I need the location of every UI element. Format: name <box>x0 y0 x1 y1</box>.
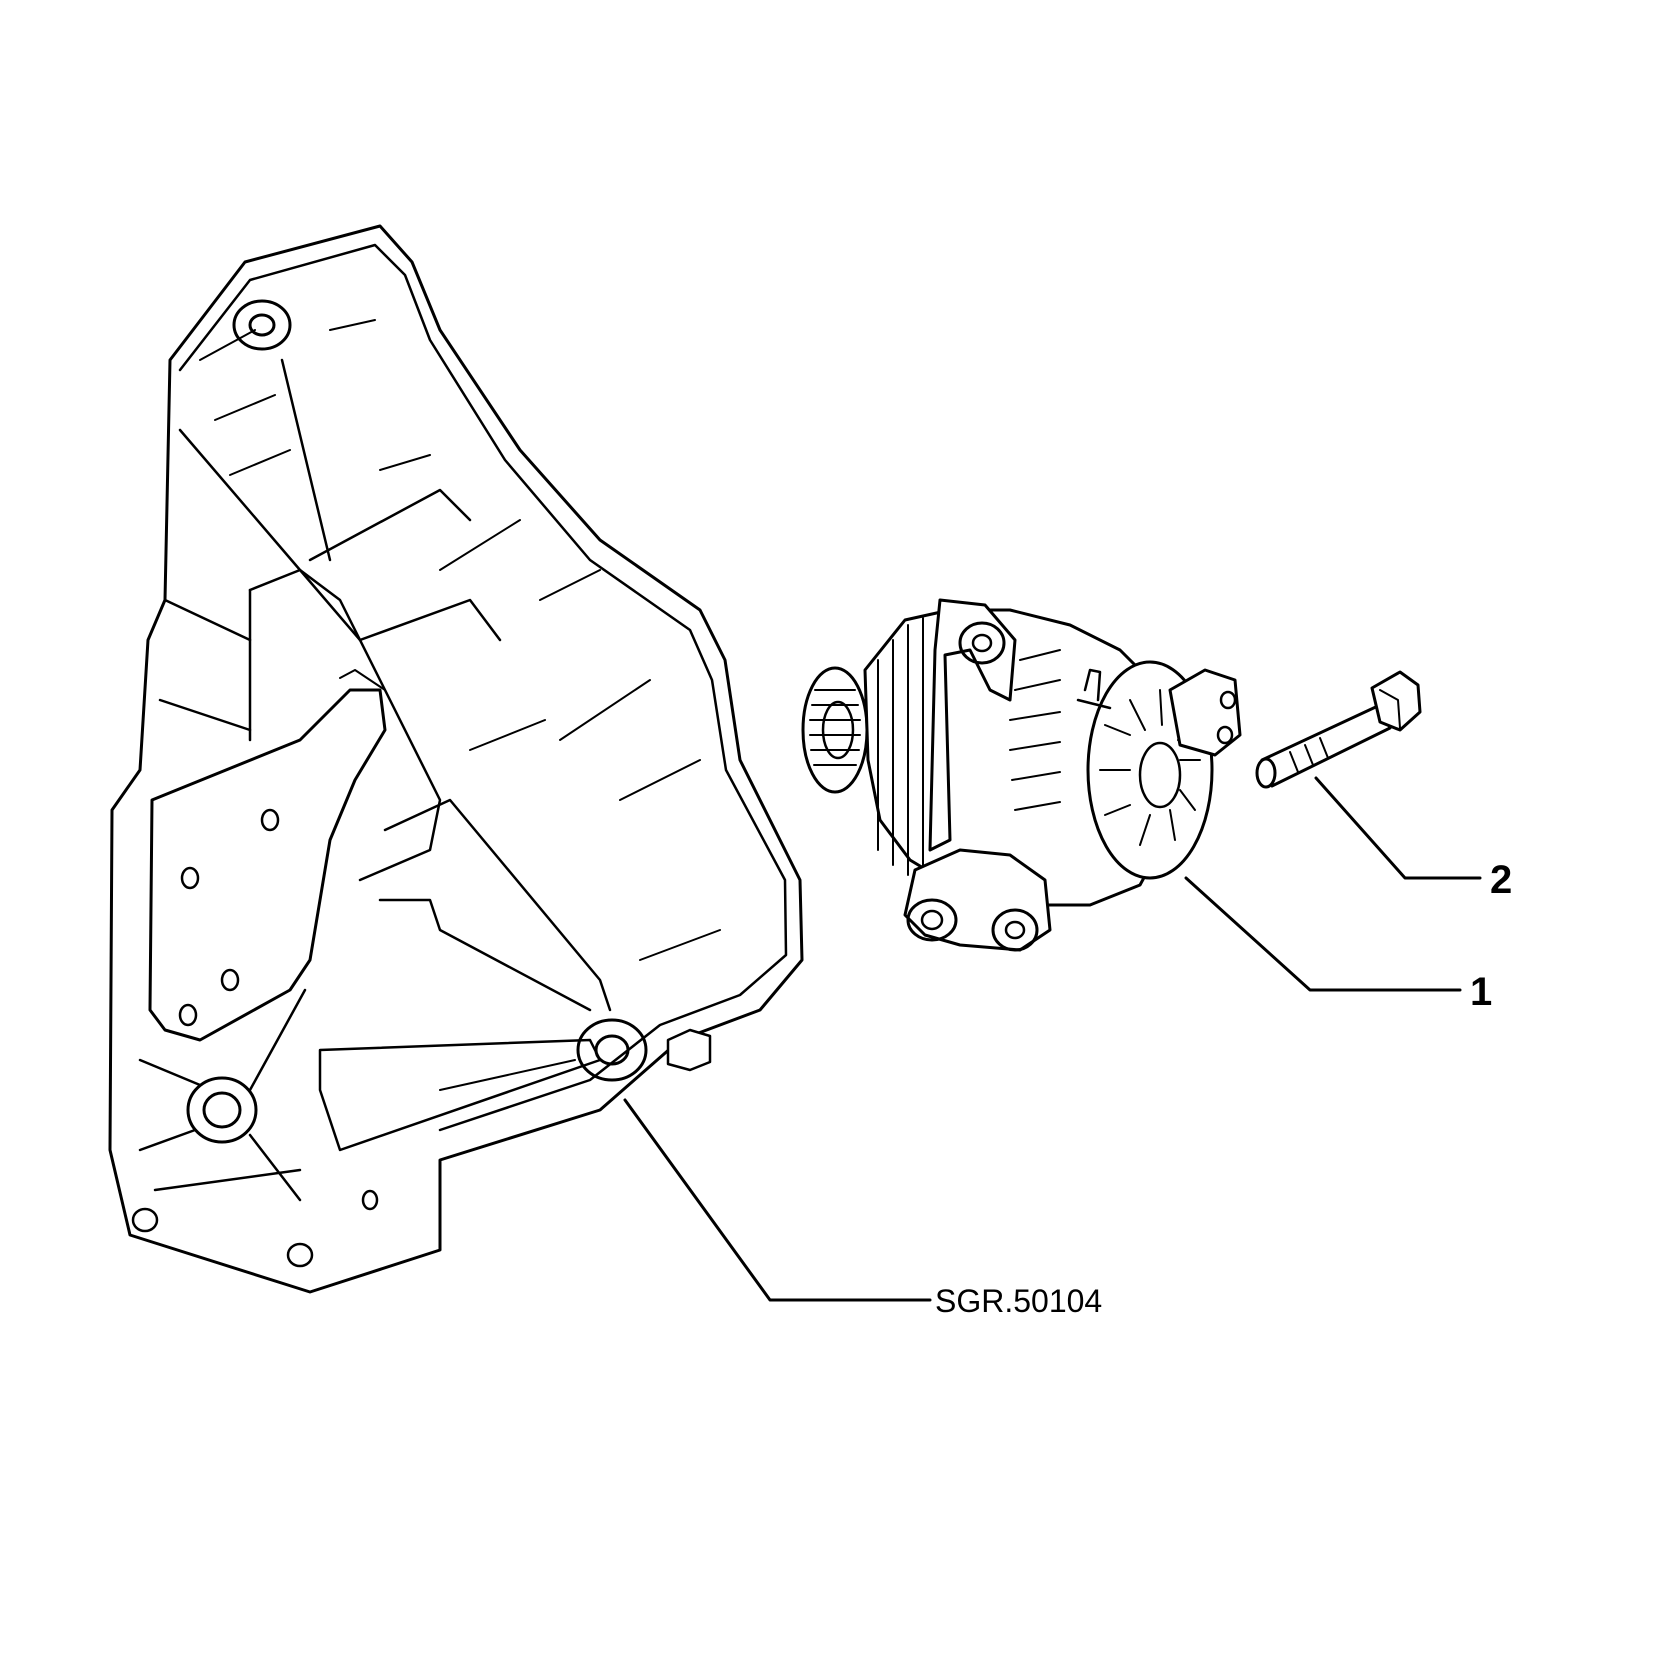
bolt-head-facet <box>1379 689 1401 729</box>
regulator-screw-1 <box>1219 690 1237 710</box>
pulley-hub <box>821 700 855 760</box>
bracket-web <box>318 1038 602 1152</box>
bottom-hole-3 <box>361 1189 379 1211</box>
foot-lug-right <box>991 908 1039 952</box>
bracket-rib-4 <box>358 598 502 642</box>
terminal-post <box>1076 668 1112 710</box>
lower-rib-1 <box>138 1058 202 1087</box>
bracket-web-line <box>439 1059 576 1091</box>
callout-alternator: 1 <box>1184 876 1492 1014</box>
callout-bolt: 2 <box>1314 776 1512 902</box>
bolt-thread <box>1289 737 1329 773</box>
lower-rib-3 <box>248 988 307 1092</box>
leader-line-bolt <box>1314 776 1482 880</box>
lower-rib-4 <box>248 1133 302 1202</box>
bolt-tip <box>1255 757 1277 789</box>
alternator <box>801 598 1242 952</box>
leader-line-alternator <box>1184 876 1462 992</box>
foot-lug-left <box>906 898 958 942</box>
lower-rib-5 <box>153 1168 302 1192</box>
plate-hole-3 <box>220 968 240 992</box>
foot-lug-right-hole <box>1004 920 1026 940</box>
right-lug-hole <box>594 1034 630 1066</box>
leader-line-bracket <box>623 1098 932 1302</box>
support-bracket <box>108 224 804 1294</box>
label-part-2: 2 <box>1490 858 1512 902</box>
plate-hole-4 <box>178 1003 198 1027</box>
mounting-strap <box>928 598 1017 852</box>
plate-hole-1 <box>180 866 200 890</box>
bracket-rib-6 <box>158 698 252 732</box>
bracket-arm-upper <box>383 798 612 1012</box>
strap-lug-hole <box>971 633 993 653</box>
bracket-hatch <box>199 319 721 961</box>
foot-lug-left-hole <box>920 909 944 931</box>
plate-hole-2 <box>260 808 280 832</box>
voltage-regulator <box>1168 668 1242 757</box>
mounting-plate <box>148 688 387 1042</box>
alternator-pulley <box>801 666 869 794</box>
bracket-column <box>248 568 442 882</box>
label-bracket-ref: SGR.50104 <box>935 1283 1102 1319</box>
center-boss-hole <box>202 1091 242 1129</box>
bracket-rib-5 <box>163 598 252 642</box>
label-part-1: 1 <box>1470 970 1492 1014</box>
dowel-pin <box>666 1028 712 1072</box>
bracket-rib-2 <box>280 358 332 562</box>
mounting-bolt <box>1255 670 1422 789</box>
bolt-shank <box>1260 703 1392 788</box>
bracket-arm-lower <box>378 898 592 1012</box>
bottom-hole-1 <box>131 1207 159 1233</box>
cooling-fins <box>877 617 1061 883</box>
callout-bracket: SGR.50104 <box>623 1098 1102 1319</box>
rear-bearing-boss <box>1138 741 1182 809</box>
top-lug-hole <box>248 313 276 337</box>
top-lug <box>232 299 292 351</box>
bracket-outline <box>108 224 804 1294</box>
regulator-screw-2 <box>1216 725 1234 745</box>
bracket-inner-frame <box>178 243 788 1132</box>
strap-lug <box>958 621 1006 665</box>
center-boss <box>186 1076 258 1144</box>
bottom-hole-2 <box>286 1242 314 1268</box>
lower-rib-2 <box>138 1128 197 1152</box>
bracket-rib-3 <box>308 488 472 562</box>
bolt-head <box>1370 670 1422 732</box>
right-lug <box>576 1018 648 1082</box>
pulley-grooves <box>809 689 861 766</box>
mounting-plate-tab <box>339 669 386 691</box>
